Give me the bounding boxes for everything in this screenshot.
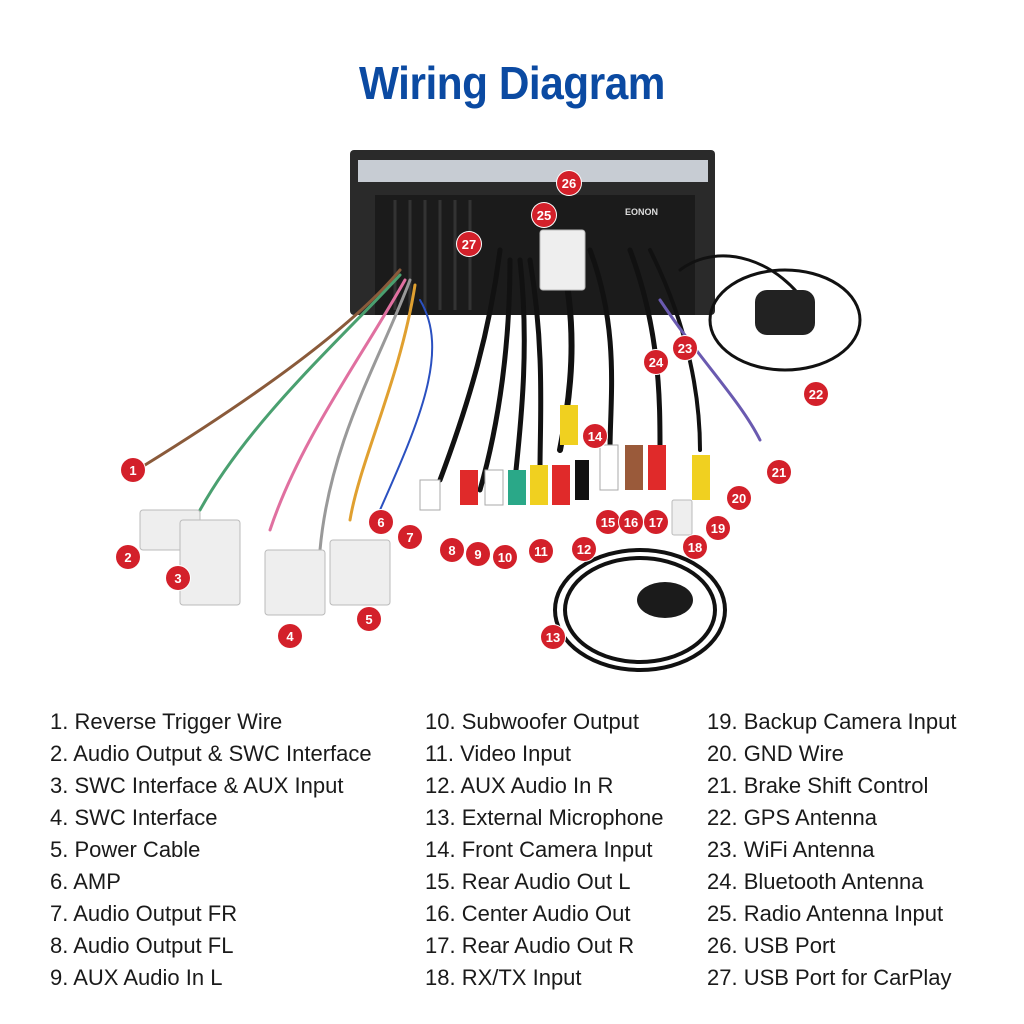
callout-marker-8: 8 (440, 538, 464, 562)
callout-marker-1: 1 (121, 458, 145, 482)
callout-marker-9: 9 (466, 542, 490, 566)
callout-marker-13: 13 (541, 625, 565, 649)
legend-item: 24. Bluetooth Antenna (707, 869, 924, 894)
callout-marker-11: 11 (529, 539, 553, 563)
legend-item: 26. USB Port (707, 933, 836, 958)
callout-marker-10: 10 (493, 545, 517, 569)
legend-item: 20. GND Wire (707, 741, 844, 766)
legend-item: 23. WiFi Antenna (707, 837, 875, 862)
legend-item: 13. External Microphone (425, 805, 664, 830)
legend-item: 7. Audio Output FR (50, 901, 238, 926)
legend-item: 10. Subwoofer Output (425, 709, 640, 734)
callout-marker-22: 22 (804, 382, 828, 406)
callout-marker-18: 18 (683, 535, 707, 559)
callout-marker-7: 7 (398, 525, 422, 549)
callout-marker-3: 3 (166, 566, 190, 590)
legend-item: 19. Backup Camera Input (707, 709, 957, 734)
callout-marker-4: 4 (278, 624, 302, 648)
callout-marker-23: 23 (673, 336, 697, 360)
callout-marker-12: 12 (572, 537, 596, 561)
callout-marker-27: 27 (457, 232, 481, 256)
callout-marker-24: 24 (644, 350, 668, 374)
callout-marker-15: 15 (596, 510, 620, 534)
legend-item: 1. Reverse Trigger Wire (50, 709, 283, 734)
legend-item: 11. Video Input (425, 741, 571, 766)
legend-item: 22. GPS Antenna (707, 805, 878, 830)
callout-marker-25: 25 (532, 203, 556, 227)
callout-marker-26: 26 (557, 171, 581, 195)
callout-marker-2: 2 (116, 545, 140, 569)
legend-item: 8. Audio Output FL (50, 933, 234, 958)
legend-item: 9. AUX Audio In L (50, 965, 223, 990)
legend-column-1: 1. Reverse Trigger Wire 2. Audio Output &… (50, 706, 372, 994)
legend-item: 18. RX/TX Input (425, 965, 582, 990)
legend-item: 17. Rear Audio Out R (425, 933, 635, 958)
legend-item: 2. Audio Output & SWC Interface (50, 741, 372, 766)
legend-item: 16. Center Audio Out (425, 901, 631, 926)
legend-column-2: 10. Subwoofer Output 11. Video Input 12. A… (425, 706, 663, 994)
brand-logo: EONON (625, 207, 658, 217)
callout-marker-5: 5 (357, 607, 381, 631)
callout-marker-19: 19 (706, 516, 730, 540)
callout-marker-21: 21 (767, 460, 791, 484)
callout-marker-17: 17 (644, 510, 668, 534)
legend-item: 4. SWC Interface (50, 805, 218, 830)
callout-marker-6: 6 (369, 510, 393, 534)
legend-item: 14. Front Camera Input (425, 837, 653, 862)
callout-marker-20: 20 (727, 486, 751, 510)
page-title: Wiring Diagram (359, 57, 665, 109)
callout-marker-14: 14 (583, 424, 607, 448)
legend-item: 15. Rear Audio Out L (425, 869, 631, 894)
legend-item: 25. Radio Antenna Input (707, 901, 944, 926)
legend-item: 21. Brake Shift Control (707, 773, 929, 798)
legend-column-3: 19. Backup Camera Input 20. GND Wire 21. B… (707, 706, 956, 994)
legend-item: 27. USB Port for CarPlay (707, 965, 952, 990)
callout-marker-16: 16 (619, 510, 643, 534)
legend-item: 5. Power Cable (50, 837, 201, 862)
legend-item: 3. SWC Interface & AUX Input (50, 773, 344, 798)
legend-item: 12. AUX Audio In R (425, 773, 614, 798)
legend-item: 6. AMP (50, 869, 121, 894)
